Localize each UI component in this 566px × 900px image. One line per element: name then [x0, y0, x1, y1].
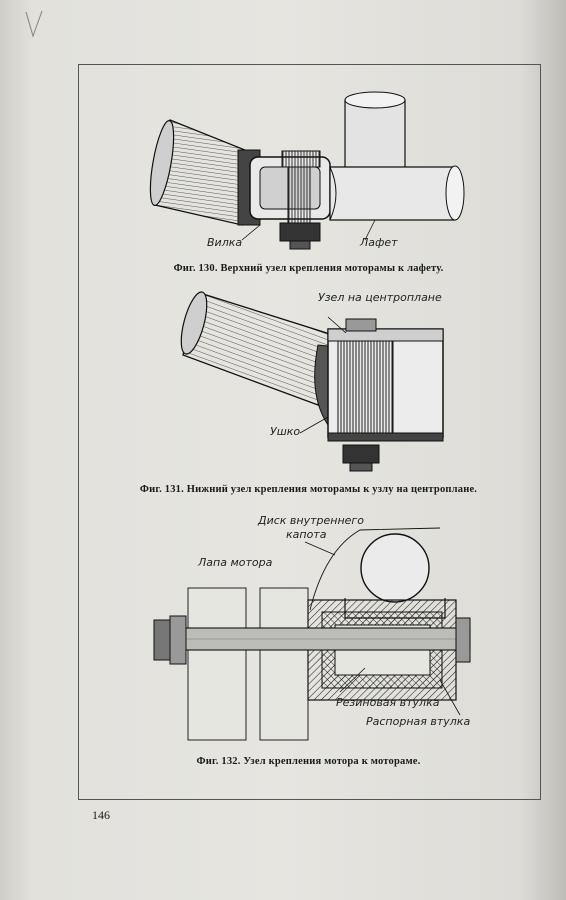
- label-cowl-disk-line2: капота: [286, 528, 327, 541]
- label-center-section-node: Узел на центроплане: [318, 291, 442, 304]
- label-motor-paw: Лапа мотора: [198, 556, 273, 569]
- label-fork: Вилка: [207, 236, 243, 249]
- figure-132-drawing: [153, 527, 471, 741]
- figure-130-drawing: [149, 91, 465, 250]
- label-carriage: Лафет: [360, 236, 398, 249]
- label-cowl-disk-line1: Диск внутреннего: [258, 514, 364, 527]
- pencil-check-mark: [25, 10, 43, 38]
- label-spacer-bushing: Распорная втулка: [366, 715, 471, 728]
- illustration-frame: [78, 64, 541, 800]
- figure-130-caption: Фиг. 130. Верхний узел крепления моторам…: [173, 263, 444, 274]
- label-lug: Ушко: [270, 425, 301, 438]
- figure-131-caption: Фиг. 131. Нижний узел крепления моторамы…: [139, 484, 478, 495]
- page-number: 146: [92, 808, 110, 822]
- label-rubber-bushing: Резиновая втулка: [336, 696, 440, 709]
- figure-132-caption: Фиг. 132. Узел крепления мотора к мотора…: [196, 756, 421, 767]
- figure-131-drawing: [180, 291, 444, 472]
